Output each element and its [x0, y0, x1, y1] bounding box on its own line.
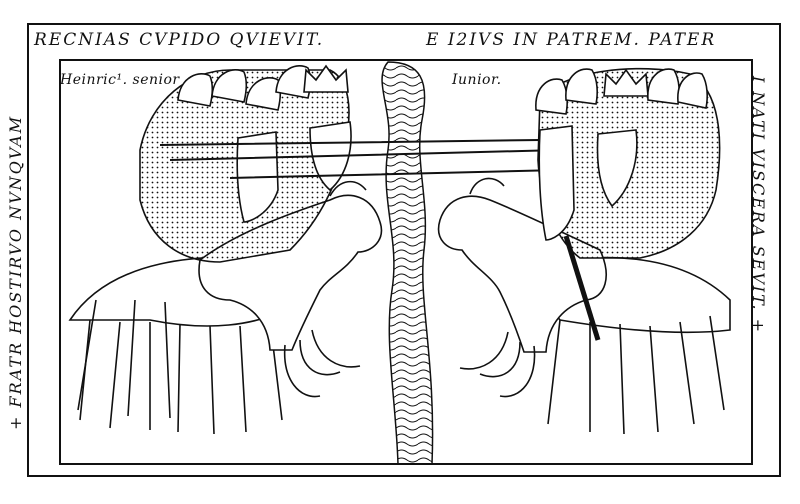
- river: [381, 61, 434, 465]
- right-army: [437, 67, 731, 435]
- label-right-army: Iunior.: [452, 72, 502, 88]
- inscription-left-vertical: + FRATR HOSTIRVO NVNQVAM: [6, 114, 25, 430]
- label-left-army: Heinric¹. senior: [60, 72, 180, 88]
- inscription-top-left: RECNIAS CVPIDO QVIEVIT.: [34, 30, 325, 50]
- inscription-top-right: E I2IVS IN PATREM. PATER: [426, 30, 717, 50]
- outer-frame: [27, 23, 781, 477]
- left-army: [68, 64, 561, 435]
- inscription-right-vertical: I NATI VISCERA SEVIT. +: [749, 76, 768, 335]
